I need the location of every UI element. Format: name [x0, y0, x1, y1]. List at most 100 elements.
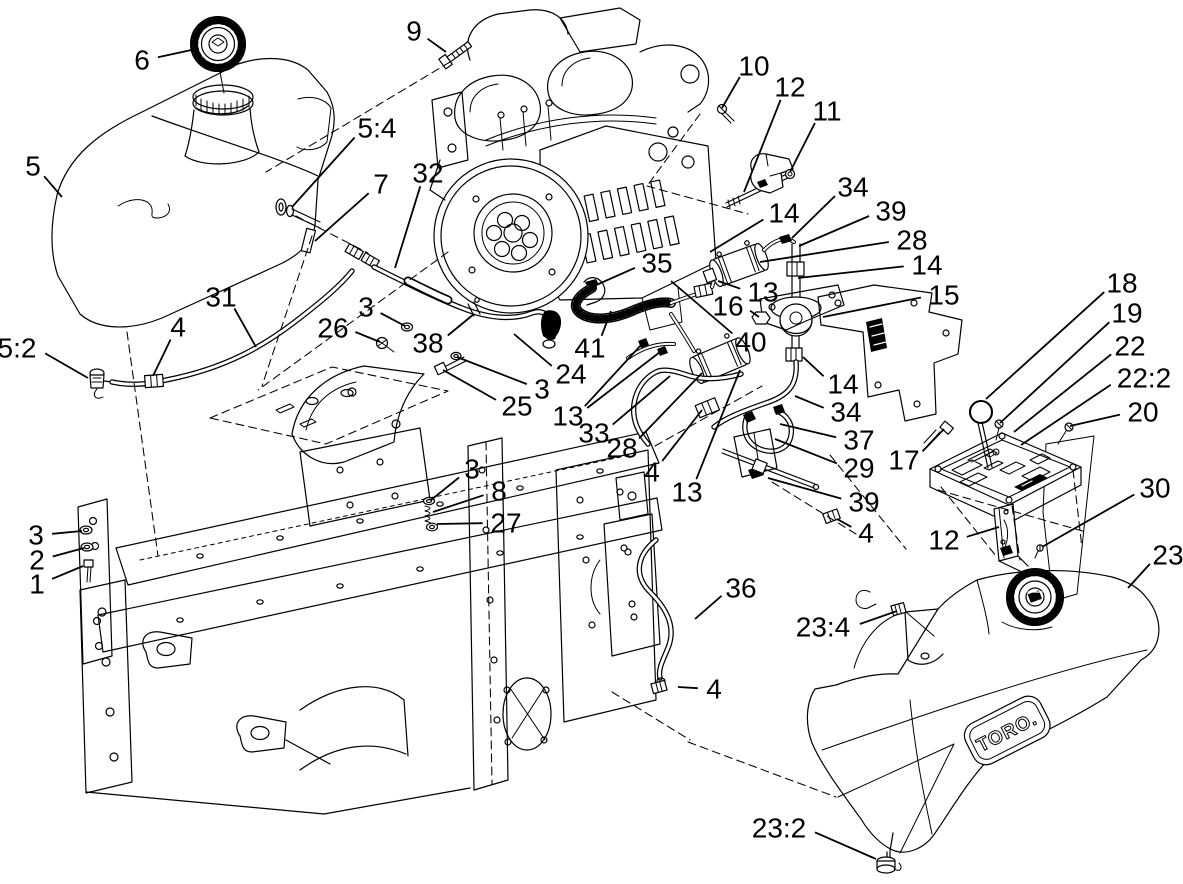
callout-leader-17 [921, 428, 945, 453]
callout-label-36: 36 [725, 573, 756, 604]
callout-label-3: 3 [464, 454, 480, 485]
callout-leader-23:2 [814, 831, 877, 860]
callout-label-13: 13 [552, 401, 583, 432]
callout-leader-12 [966, 526, 1000, 538]
callout-label-15: 15 [928, 280, 959, 311]
callout-label-5:2: 5:2 [0, 333, 36, 364]
fuel-filter-lower-drawing [689, 333, 751, 385]
callout-label-4: 4 [858, 518, 874, 549]
callout-leader-25 [442, 369, 497, 401]
callout-leader-14 [802, 356, 825, 377]
callout-label-11: 11 [812, 96, 841, 127]
callout-leader-13 [584, 344, 642, 407]
callout-label-19: 19 [1111, 298, 1142, 329]
callout-leader-28 [759, 241, 889, 263]
callout-label-12: 12 [928, 525, 959, 556]
callout-label-23: 23 [1152, 540, 1183, 571]
callout-label-38: 38 [412, 328, 443, 359]
projection-lines [126, 61, 1087, 798]
callout-label-29: 29 [843, 453, 874, 484]
callout-label-16: 16 [712, 291, 743, 322]
callout-label-37: 37 [843, 425, 874, 456]
callout-leader-10 [721, 76, 741, 109]
callout-leader-5:2 [44, 352, 89, 379]
tank-fitting-drawing [855, 589, 935, 637]
callout-label-40: 40 [735, 327, 766, 358]
callout-leader-22 [1013, 353, 1112, 433]
callout-leader-33 [612, 375, 671, 426]
callout-leader-19 [999, 321, 1110, 424]
callout-label-8: 8 [491, 476, 507, 507]
callout-leader-3 [52, 530, 83, 535]
callout-leader-28 [638, 372, 703, 440]
callout-leader-16 [749, 309, 760, 318]
callout-leader-2 [52, 547, 85, 558]
callout-leader-34 [794, 395, 825, 409]
callout-label-24: 24 [555, 359, 586, 390]
callout-leader-32 [394, 185, 422, 269]
fuel-cap-right-icon [1005, 567, 1065, 627]
left-fuel-tank-drawing [51, 15, 335, 399]
callout-label-20: 20 [1127, 397, 1158, 428]
engine-drawing [429, 7, 717, 331]
lever-bracket-drawing [993, 503, 1029, 573]
callout-label-3: 3 [534, 374, 550, 405]
callout-label-34: 34 [837, 172, 868, 203]
callout-leader-4 [677, 686, 698, 690]
callout-leader-35 [593, 266, 636, 287]
callout-leader-20 [1069, 413, 1121, 427]
callout-leader-14 [797, 265, 904, 279]
callout-label-28: 28 [606, 433, 637, 464]
seat-plate-holes [275, 388, 354, 428]
callout-label-5: 5 [25, 151, 41, 182]
callout-leader-4 [152, 339, 172, 377]
callout-leader-41 [600, 310, 612, 337]
callout-leader-13 [717, 280, 741, 290]
callout-leader-13 [586, 351, 661, 409]
callout-leader-27 [436, 522, 483, 525]
fuel-lines-drawing [109, 234, 963, 695]
callout-label-22: 22 [1114, 331, 1145, 362]
callout-label-12: 12 [774, 72, 805, 103]
callout-label-26: 26 [317, 313, 348, 344]
pump-bracket-drawing [817, 284, 963, 422]
callout-label-18: 18 [1106, 268, 1137, 299]
throttle-linkage-drawing [716, 103, 796, 209]
fuel-filter-upper-drawing [702, 240, 769, 288]
callout-leader-5:4 [291, 136, 356, 208]
callout-leader-18 [985, 291, 1105, 400]
callout-leader-24 [513, 333, 553, 367]
callout-label-10: 10 [738, 51, 769, 82]
callout-leader-14 [709, 218, 764, 253]
callout-label-34: 34 [830, 397, 861, 428]
callout-label-28: 28 [896, 225, 927, 256]
callout-label-14: 14 [911, 250, 942, 281]
fasteners-drawing [79, 322, 467, 583]
callout-label-14: 14 [827, 369, 858, 400]
vent-port-drawing [275, 198, 321, 254]
fuel-valve-drawing [89, 368, 113, 399]
callout-label-9: 9 [406, 16, 422, 47]
callout-leader-23:4 [859, 610, 898, 625]
fuel-pump-drawing [751, 284, 845, 362]
callout-leader-8 [432, 494, 484, 513]
callout-label-41: 41 [574, 333, 605, 364]
callout-label-17: 17 [888, 445, 919, 476]
callout-label-3: 3 [28, 520, 44, 551]
control-panel-drawing [923, 399, 1095, 602]
callout-leader-22:2 [1020, 383, 1112, 446]
callout-leader-39 [767, 477, 842, 500]
callout-label-25: 25 [501, 391, 532, 422]
callout-leader-15 [822, 296, 922, 318]
callout-leader-1 [51, 565, 84, 580]
callout-leader-37 [779, 423, 837, 439]
callout-leader-6 [157, 48, 197, 59]
callout-label-35: 35 [641, 248, 672, 279]
right-fuel-tank-drawing: TORO. [806, 567, 1160, 874]
callout-label-39: 39 [848, 487, 879, 518]
callout-label-31: 31 [205, 282, 236, 313]
callout-label-4: 4 [644, 457, 660, 488]
callout-leader-39 [798, 215, 870, 247]
